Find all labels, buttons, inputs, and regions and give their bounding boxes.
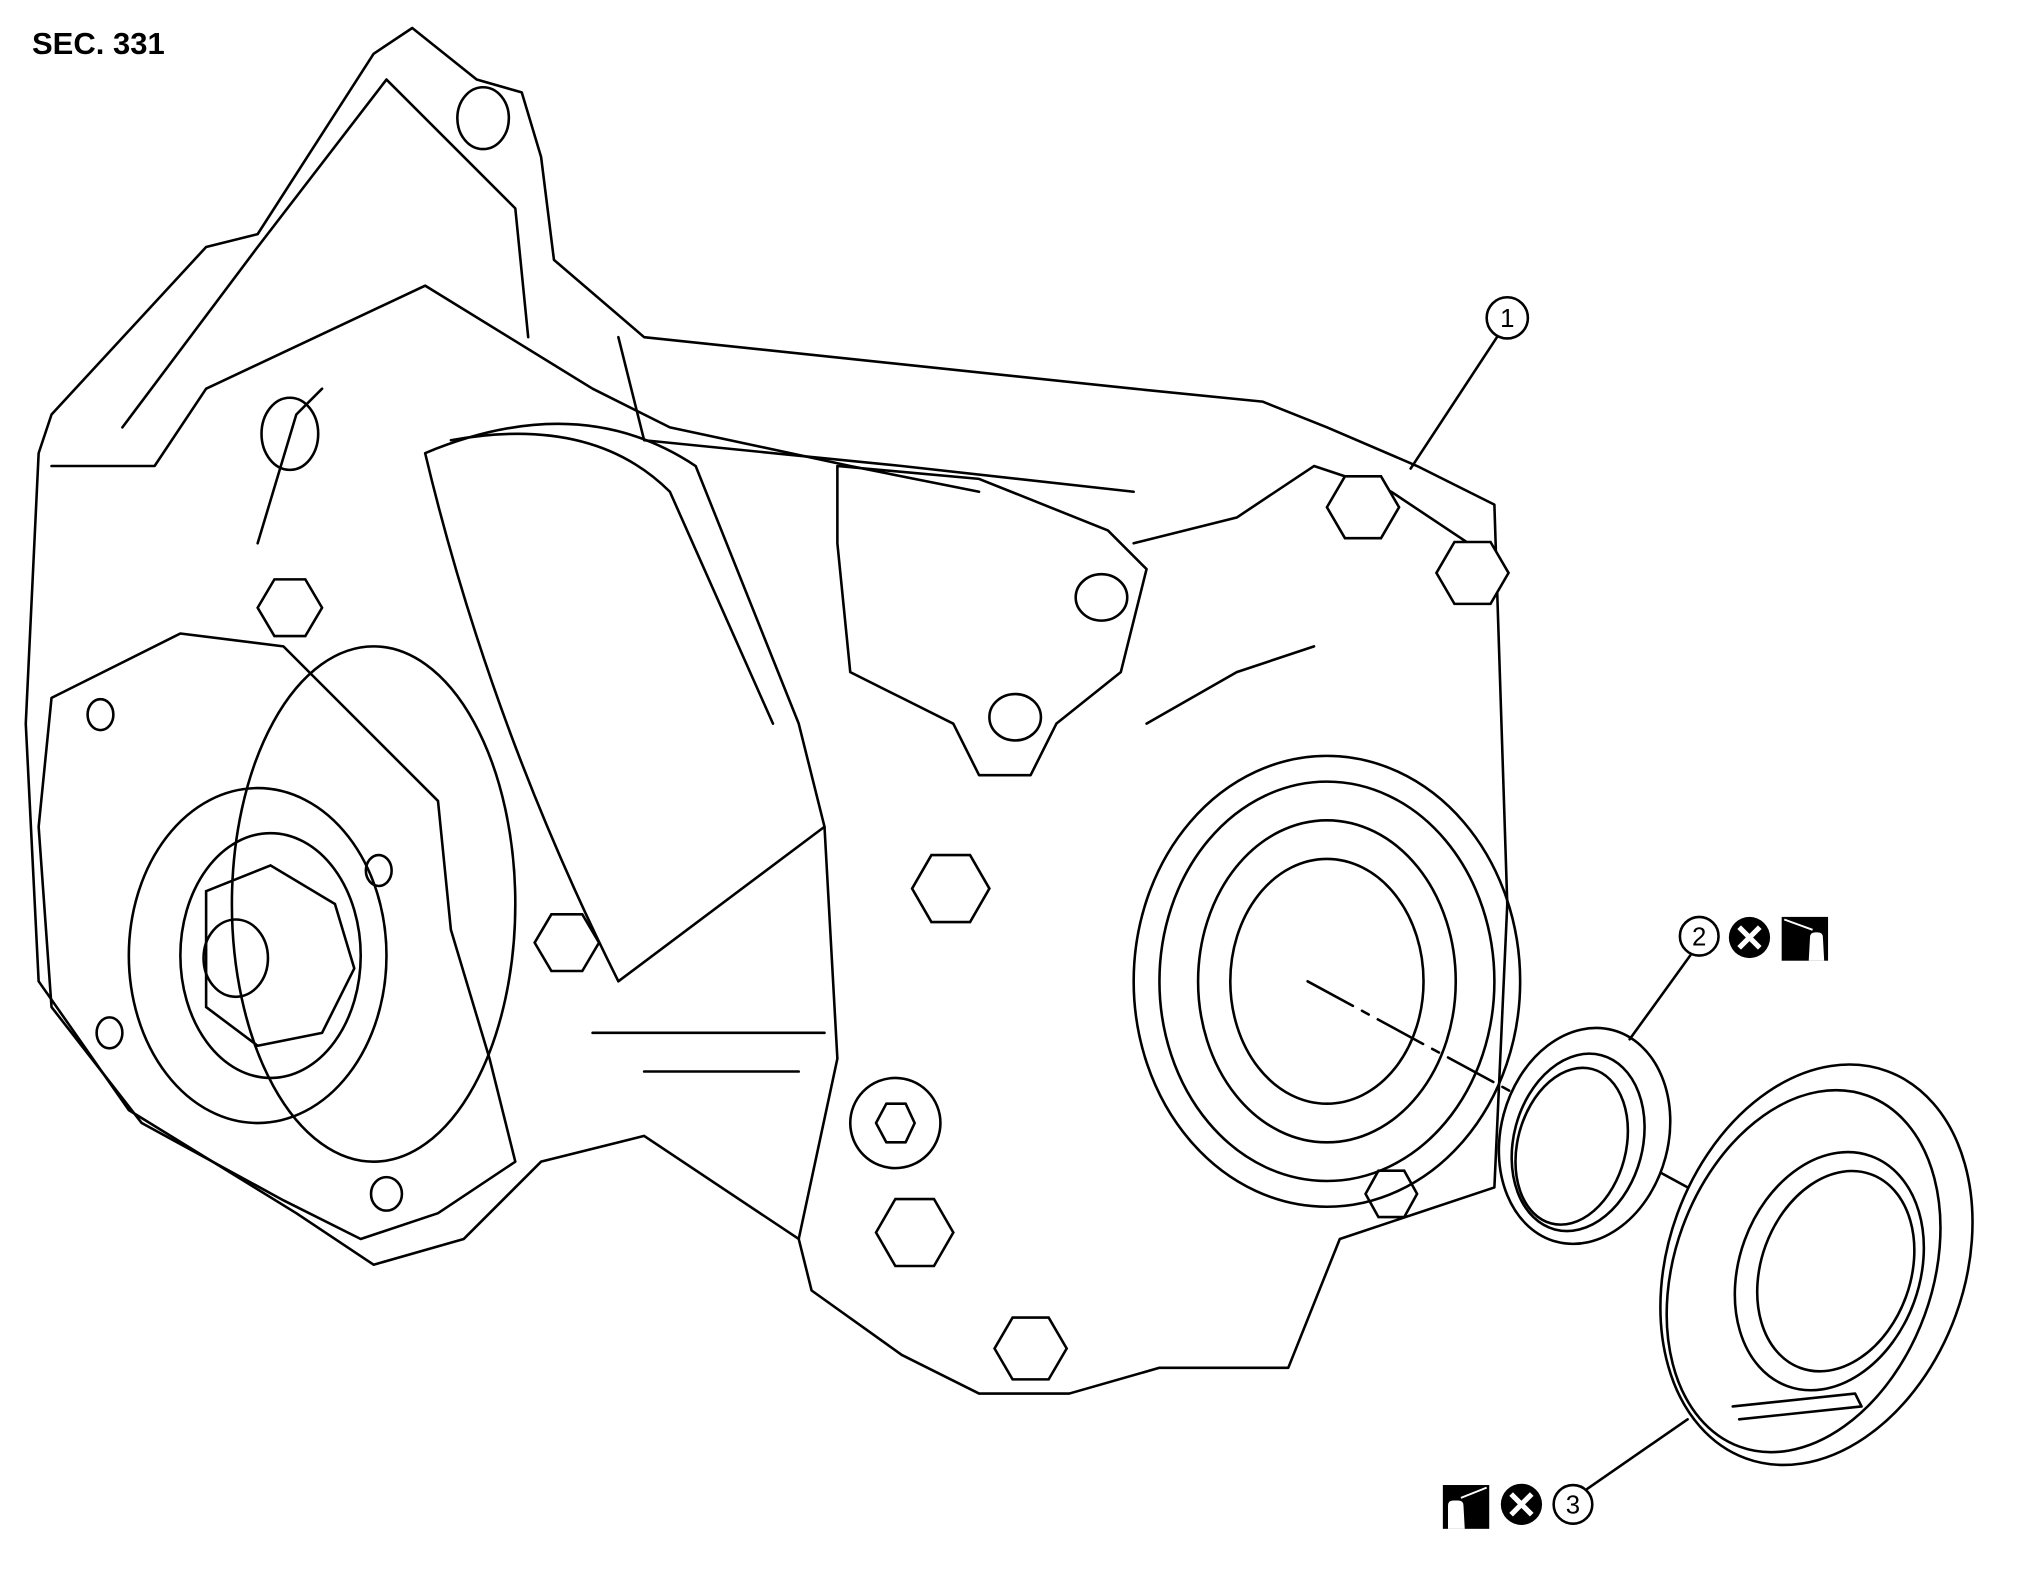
bolts bbox=[256, 475, 1511, 1381]
callout-1: 1 bbox=[1409, 295, 1530, 470]
callout-3: 3 bbox=[1442, 1418, 1689, 1529]
oil-seal-part-3 bbox=[1659, 1063, 1974, 1467]
callout-3-number: 3 bbox=[1566, 1492, 1580, 1520]
callout-2-number: 2 bbox=[1692, 924, 1706, 952]
section-label: SEC. 331 bbox=[32, 26, 165, 61]
callout-1-number: 1 bbox=[1500, 305, 1514, 333]
differential-housing bbox=[24, 26, 1509, 1395]
companion-flange bbox=[37, 632, 517, 1241]
oil-seal-part-2 bbox=[1497, 1026, 1672, 1246]
side-retainer bbox=[1132, 754, 1522, 1209]
apply-oil-icon bbox=[1442, 1485, 1490, 1529]
do-not-reuse-icon bbox=[1728, 916, 1771, 959]
do-not-reuse-icon bbox=[1500, 1483, 1543, 1525]
apply-oil-icon bbox=[1781, 916, 1829, 961]
callout-2: 2 bbox=[1628, 915, 1829, 1041]
